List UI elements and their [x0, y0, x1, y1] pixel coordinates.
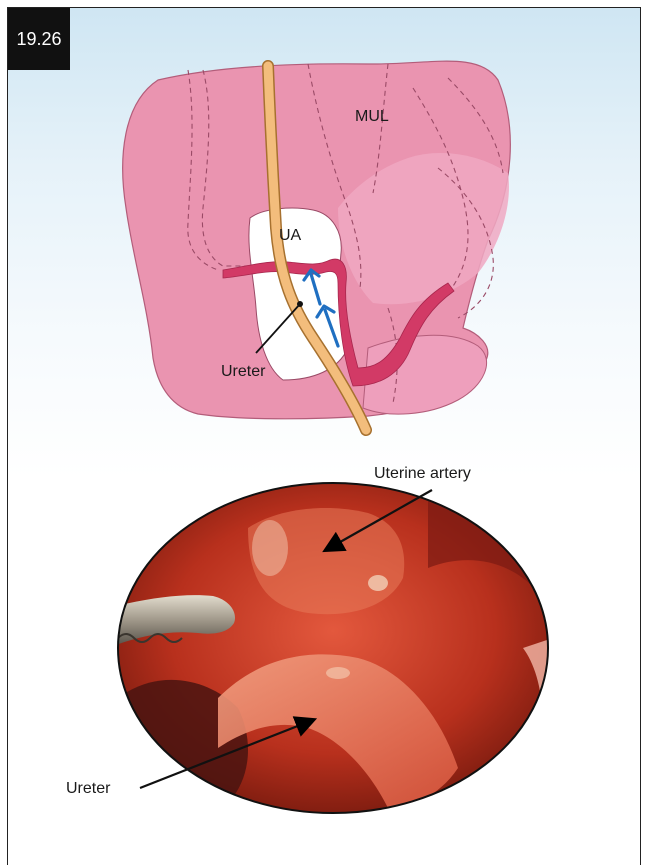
figure-illustration: MUL UA Ureter [8, 8, 641, 865]
ureter-diagram-label: Ureter [221, 363, 266, 380]
uterine-artery-label: Uterine artery [374, 465, 471, 482]
ua-label: UA [279, 227, 302, 244]
ureter-pointer-dot [297, 301, 303, 307]
figure-frame: MUL UA Ureter [7, 7, 641, 865]
anatomy-diagram: MUL UA Ureter [123, 61, 511, 430]
ureter-photo-label: Ureter [66, 780, 111, 797]
figure-number-badge: 19.26 [8, 8, 70, 70]
surgical-photo: Uterine artery Ureter [66, 465, 558, 818]
mul-label: MUL [355, 108, 389, 125]
